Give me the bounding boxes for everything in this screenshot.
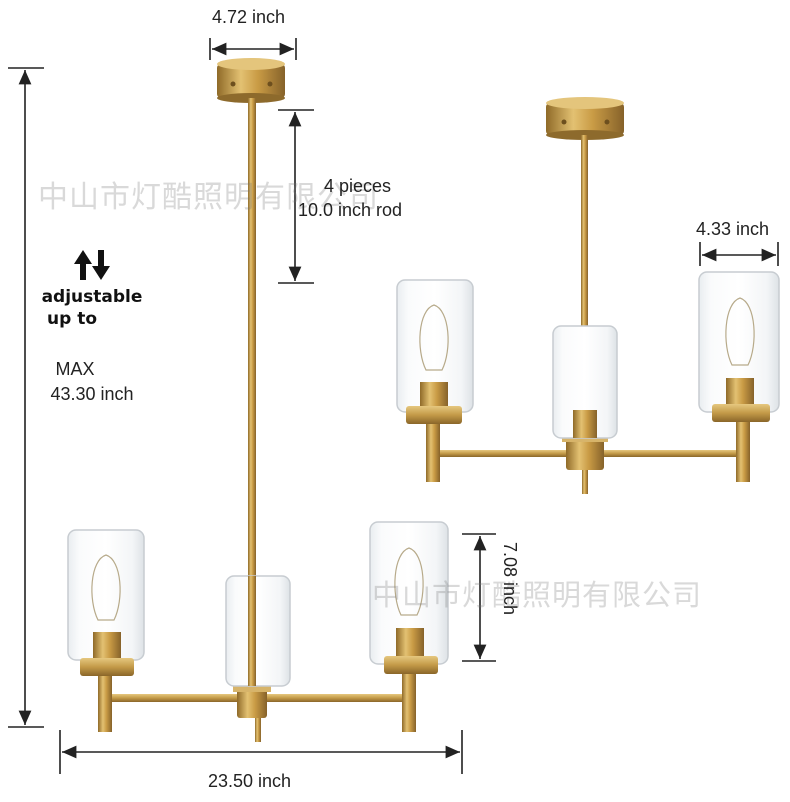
left-lamp-small xyxy=(396,279,474,482)
center-lamp xyxy=(225,575,291,687)
shade-height-label: 7.08 inch xyxy=(500,542,520,616)
center-lamp-small xyxy=(552,325,618,439)
right-lamp-small xyxy=(698,271,780,482)
max-height-label: MAX 43.30 inch xyxy=(36,357,148,407)
hub-small xyxy=(562,436,608,494)
canopy xyxy=(217,58,285,103)
rod-pieces-line1: 4 pieces xyxy=(324,176,392,196)
max-line1: MAX xyxy=(55,359,95,379)
adjustable-label: adjustable up to xyxy=(32,286,152,330)
small-chandelier xyxy=(396,97,780,494)
canopy-width-label: 4.72 inch xyxy=(212,7,286,27)
rod-pieces-line2: 10.0 inch rod xyxy=(298,200,403,220)
center-hub xyxy=(233,686,271,742)
dimension-lines xyxy=(8,38,779,774)
total-width-label: 23.50 inch xyxy=(208,771,292,791)
max-line2: 43.30 inch xyxy=(50,384,134,404)
down-rod xyxy=(248,98,256,698)
shade-diameter-label: 4.33 inch xyxy=(696,219,770,239)
adjustable-line1: adjustable xyxy=(41,287,143,307)
adjustable-line2: up to xyxy=(47,309,97,329)
watermark-middle: 中山市灯酷照明有限公司 xyxy=(372,578,703,612)
down-rod-small xyxy=(581,135,588,440)
watermark-top: 中山市灯酷照明有限公司 xyxy=(38,180,379,215)
up-down-arrows-icon xyxy=(74,250,110,280)
right-lamp xyxy=(369,521,449,732)
canopy-small xyxy=(546,97,624,140)
left-lamp xyxy=(67,529,145,732)
rod-pieces-label: 4 pieces 10.0 inch rod xyxy=(298,174,402,222)
large-chandelier xyxy=(67,58,449,742)
